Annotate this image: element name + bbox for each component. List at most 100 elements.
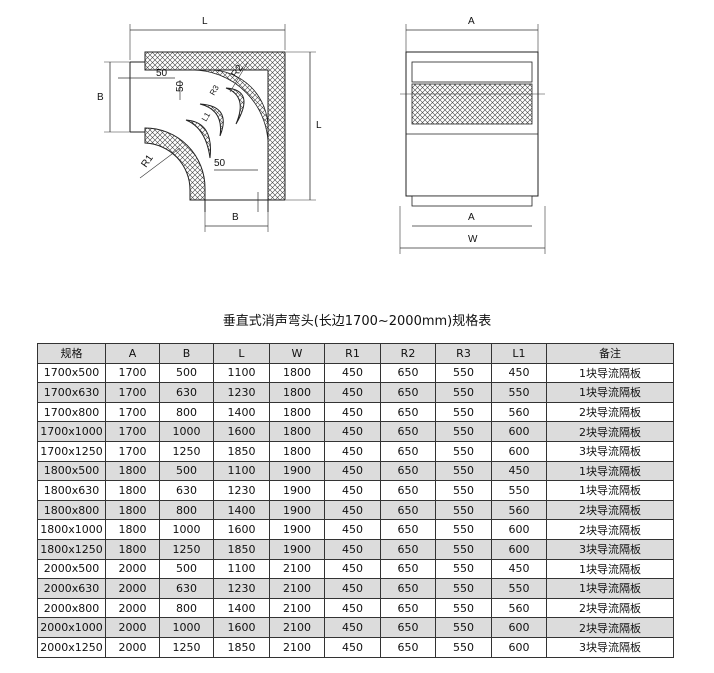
guide-vane-3 (185, 119, 211, 159)
cell-col-w: 1900 (269, 538, 325, 560)
cell-col-r1: 450 (324, 558, 381, 580)
cell-col-l1: 600 (491, 440, 547, 462)
cell-col-note: 1块导流隔板 (546, 382, 674, 403)
cell-col-l1: 600 (491, 636, 547, 658)
label-R3: R3 (208, 83, 221, 97)
header-col-r2: R2 (380, 343, 436, 364)
cell-col-r2: 650 (380, 558, 436, 580)
cell-col-r3: 550 (435, 597, 492, 619)
cell-col-r1: 450 (324, 440, 381, 462)
cell-col-r2: 650 (380, 401, 436, 423)
elbow-outlet (204, 199, 269, 212)
cell-col-r2: 650 (380, 382, 436, 403)
leader-R1 (139, 147, 181, 179)
cell-col-spec: 1700x1250 (37, 440, 106, 462)
dim-label-L-top: L (202, 16, 208, 27)
cell-col-note: 2块导流隔板 (546, 499, 674, 521)
cell-col-a: 1800 (105, 480, 160, 501)
cell-col-r1: 450 (324, 499, 381, 521)
cell-col-a: 1700 (105, 362, 160, 384)
header-col-r3: R3 (435, 343, 492, 364)
cell-col-l: 1100 (213, 460, 270, 482)
cell-col-w: 1800 (269, 440, 325, 462)
header-col-l: L (213, 343, 270, 364)
cell-col-b: 630 (159, 578, 214, 599)
cell-col-r2: 650 (380, 440, 436, 462)
cell-col-a: 2000 (105, 558, 160, 580)
cell-col-l1: 450 (491, 558, 547, 580)
cell-col-l: 1100 (213, 558, 270, 580)
cell-col-spec: 1700x800 (37, 401, 106, 423)
header-col-r1: R1 (324, 343, 381, 364)
cell-col-a: 2000 (105, 636, 160, 658)
dim-label-B-left: B (97, 92, 104, 103)
cell-col-a: 1800 (105, 538, 160, 560)
cell-col-l: 1400 (213, 499, 270, 521)
cell-col-r1: 450 (324, 538, 381, 560)
cell-col-r2: 650 (380, 421, 436, 442)
cell-col-spec: 1700x1000 (37, 421, 106, 442)
cell-col-a: 1700 (105, 421, 160, 442)
cell-col-b: 500 (159, 460, 214, 482)
cell-col-a: 2000 (105, 617, 160, 638)
cell-col-l1: 600 (491, 519, 547, 540)
cell-col-b: 630 (159, 480, 214, 501)
cell-col-r2: 650 (380, 597, 436, 619)
cell-col-r3: 550 (435, 480, 492, 501)
front-outlet (411, 195, 533, 207)
dim-label-B-bottom: B (232, 212, 239, 223)
cell-col-r1: 450 (324, 597, 381, 619)
cell-col-r2: 650 (380, 636, 436, 658)
label-R1: R1 (139, 153, 156, 170)
cell-col-spec: 1800x1250 (37, 538, 106, 560)
cell-col-w: 2100 (269, 597, 325, 619)
header-col-a: A (105, 343, 160, 364)
cell-col-r3: 550 (435, 460, 492, 482)
cell-col-note: 2块导流隔板 (546, 401, 674, 423)
cell-col-spec: 1800x630 (37, 480, 106, 501)
cell-col-spec: 1800x1000 (37, 519, 106, 540)
cell-col-a: 1800 (105, 460, 160, 482)
cell-col-a: 1800 (105, 519, 160, 540)
cell-col-b: 1000 (159, 617, 214, 638)
cell-col-b: 1250 (159, 636, 214, 658)
dim-label-W: W (468, 234, 478, 245)
cell-col-l: 1100 (213, 362, 270, 384)
cell-col-l1: 550 (491, 382, 547, 403)
elbow-inlet (129, 61, 145, 133)
cell-col-r2: 650 (380, 538, 436, 560)
table-title: 垂直式消声弯头(长边1700~2000mm)规格表 (222, 314, 492, 329)
cell-col-spec: 1800x800 (37, 499, 106, 521)
cell-col-w: 1800 (269, 421, 325, 442)
cell-col-b: 1250 (159, 440, 214, 462)
cell-col-b: 800 (159, 499, 214, 521)
dim-label-A-top: A (468, 16, 475, 27)
header-col-w: W (269, 343, 325, 364)
cell-col-w: 1800 (269, 362, 325, 384)
cell-col-b: 800 (159, 401, 214, 423)
cell-col-l1: 450 (491, 460, 547, 482)
cell-col-w: 2100 (269, 617, 325, 638)
cell-col-w: 1800 (269, 401, 325, 423)
cell-col-l1: 550 (491, 578, 547, 599)
cell-col-l1: 600 (491, 538, 547, 560)
guide-vane-1 (225, 87, 245, 125)
cell-col-note: 2块导流隔板 (546, 421, 674, 442)
dim-label-50-bottom: 50 (214, 158, 226, 169)
cell-col-spec: 1800x500 (37, 460, 106, 482)
cell-col-r2: 650 (380, 460, 436, 482)
cell-col-l: 1850 (213, 440, 270, 462)
cell-col-l: 1400 (213, 401, 270, 423)
cell-col-w: 2100 (269, 558, 325, 580)
cell-col-w: 1900 (269, 519, 325, 540)
cell-col-note: 2块导流隔板 (546, 519, 674, 540)
